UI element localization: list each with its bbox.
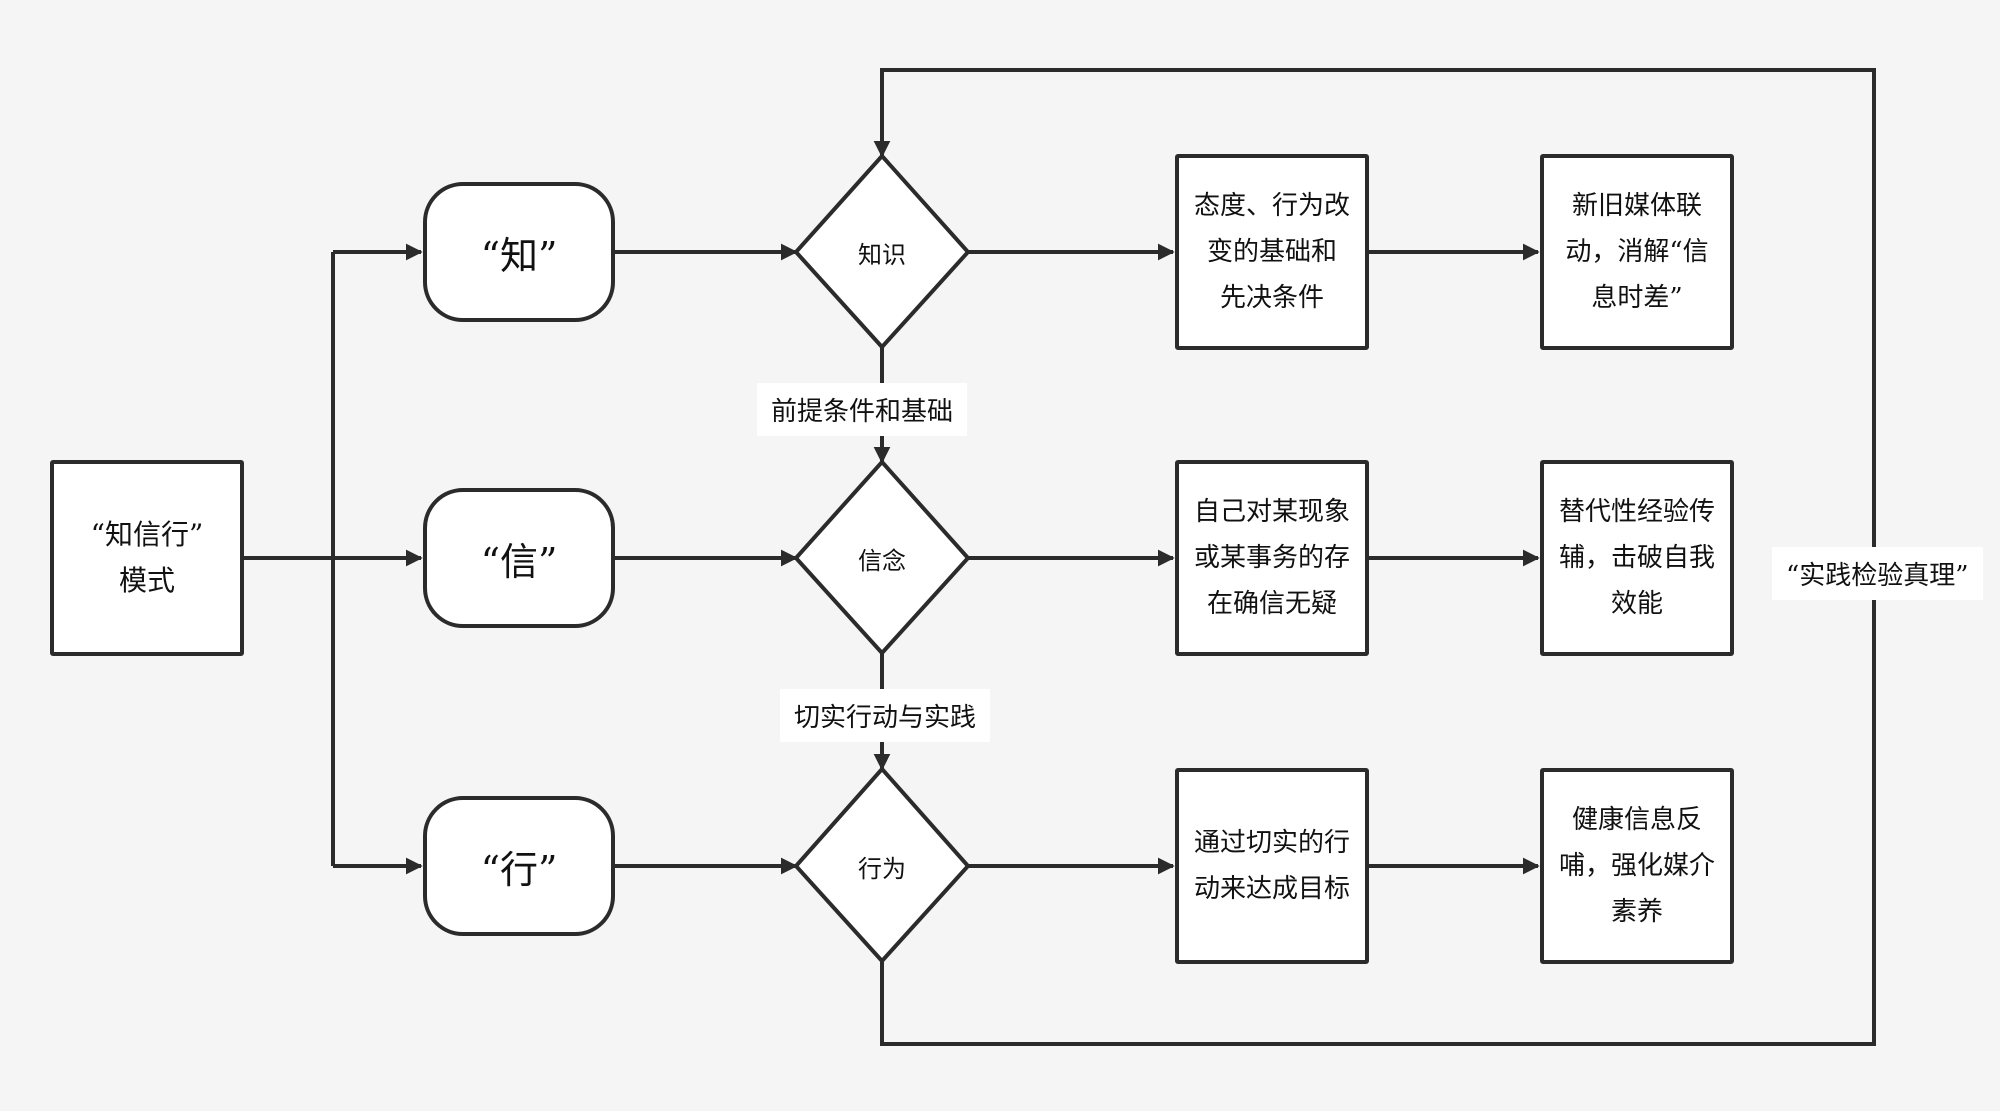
- diamond-knowledge: [793, 153, 971, 350]
- diamond-behavior: [793, 765, 971, 964]
- category-zhi: “知”: [423, 182, 615, 322]
- decision-belief-label: 信念: [858, 547, 906, 575]
- effect-text-1: 新旧媒体联 动，消解“信 息时差”: [1565, 191, 1709, 313]
- description-text-3: 通过切实的行 动来达成目标: [1193, 828, 1350, 904]
- edge-label-feedback: “实践检验真理”: [1772, 547, 1983, 600]
- root-label: “知信行” 模式: [90, 518, 204, 597]
- edge-label-premise: 前提条件和基础: [757, 383, 968, 436]
- effect-box-2: 替代性经验传 辅，击破自我 效能: [1540, 460, 1734, 656]
- effect-text-3: 健康信息反 哺，强化媒介 素养: [1558, 805, 1715, 927]
- edge-label-action: 切实行动与实践: [780, 689, 991, 742]
- category-xin: “信”: [423, 488, 615, 628]
- diamond-belief: [793, 459, 971, 656]
- effect-text-2: 替代性经验传 辅，击破自我 效能: [1558, 497, 1715, 619]
- decision-knowledge-label: 知识: [858, 241, 906, 269]
- category-zhi-label: “知”: [480, 233, 558, 278]
- root-node: “知信行” 模式: [50, 460, 244, 656]
- effect-box-1: 新旧媒体联 动，消解“信 息时差”: [1540, 154, 1734, 350]
- description-text-1: 态度、行为改 变的基础和 先决条件: [1193, 191, 1350, 313]
- category-xin-label: “信”: [480, 539, 558, 584]
- category-xing: “行”: [423, 796, 615, 936]
- description-text-2: 自己对某现象 或某事务的存 在确信无疑: [1193, 497, 1350, 619]
- category-xing-label: “行”: [480, 847, 558, 892]
- decision-behavior-label: 行为: [858, 855, 906, 883]
- description-box-3: 通过切实的行 动来达成目标: [1175, 768, 1369, 964]
- description-box-2: 自己对某现象 或某事务的存 在确信无疑: [1175, 460, 1369, 656]
- effect-box-3: 健康信息反 哺，强化媒介 素养: [1540, 768, 1734, 964]
- description-box-1: 态度、行为改 变的基础和 先决条件: [1175, 154, 1369, 350]
